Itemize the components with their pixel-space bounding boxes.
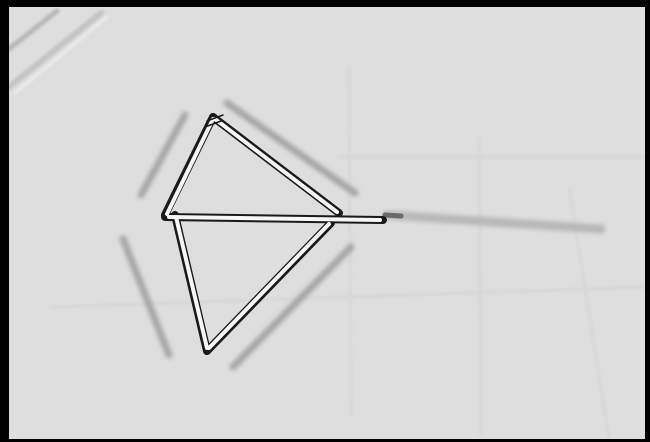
photo <box>9 7 645 439</box>
tail-joint <box>385 215 401 216</box>
